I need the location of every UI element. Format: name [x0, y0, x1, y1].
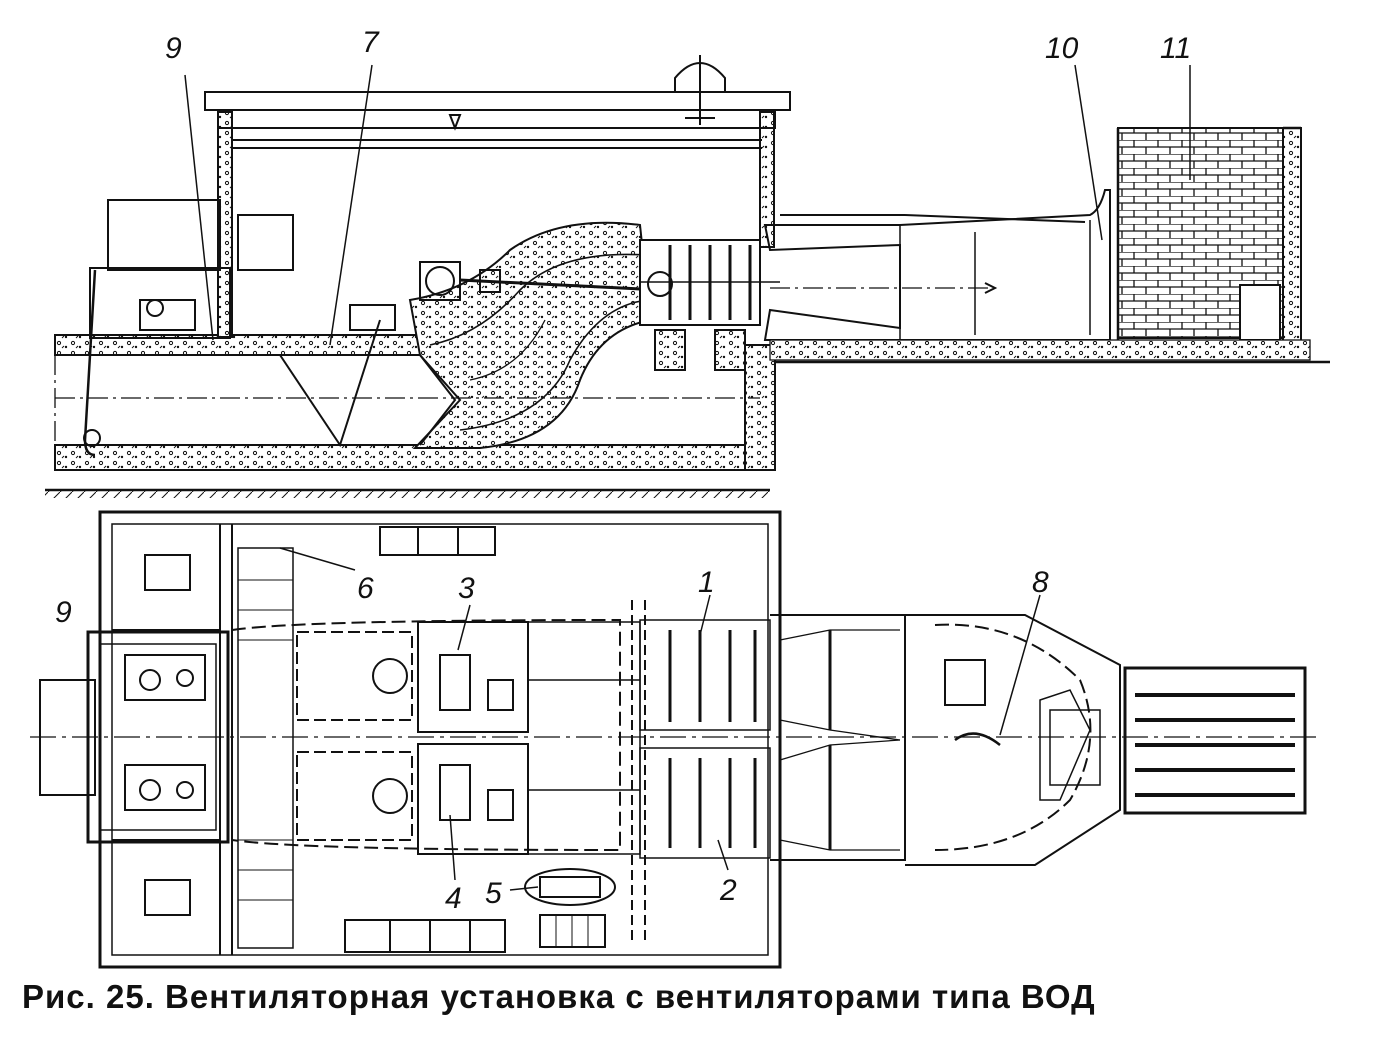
plan-view [30, 510, 1320, 969]
label-7: 7 [362, 26, 380, 59]
label-4: 4 [445, 882, 462, 915]
label-8: 8 [1032, 566, 1049, 599]
label-9-top: 9 [165, 32, 182, 65]
figure-caption: Рис. 25. Вентиляторная установка с венти… [22, 978, 1096, 1015]
label-9-bottom: 9 [55, 596, 72, 629]
label-5: 5 [485, 877, 502, 910]
leader-lines [184, 64, 1191, 891]
label-2: 2 [719, 874, 737, 907]
section-view [45, 55, 1330, 498]
label-6: 6 [357, 572, 374, 605]
label-10: 10 [1045, 32, 1079, 65]
label-1: 1 [698, 566, 715, 599]
label-11: 11 [1160, 32, 1191, 65]
label-3: 3 [458, 572, 475, 605]
